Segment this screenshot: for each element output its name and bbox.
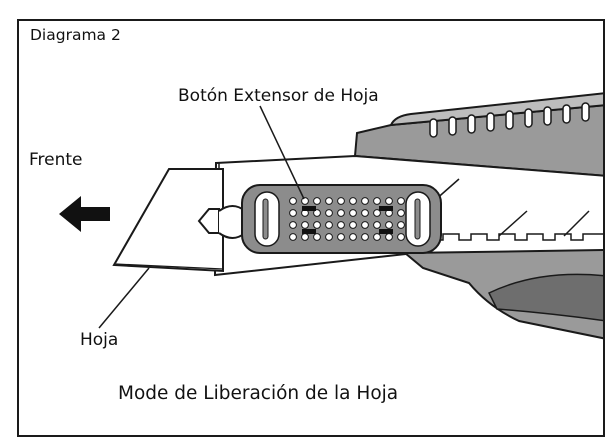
blade-extender-button-label: Botón Extensor de Hoja (178, 86, 379, 106)
diagram-caption: Mode de Liberación de la Hoja (118, 383, 399, 404)
blade-leader-line (98, 267, 150, 329)
diagram-frame: Diagrama 2 Botón Extensor de Hoja Frente… (17, 19, 605, 437)
blade-label: Hoja (80, 330, 119, 350)
blade-track (411, 233, 603, 241)
diagram-title: Diagrama 2 (30, 26, 121, 44)
front-label: Frente (29, 150, 83, 170)
utility-knife-illustration (59, 92, 603, 340)
button-leader-line (259, 105, 305, 200)
grip-ridges (429, 102, 590, 138)
blade (112, 168, 224, 273)
left-arrow-icon (59, 196, 110, 232)
